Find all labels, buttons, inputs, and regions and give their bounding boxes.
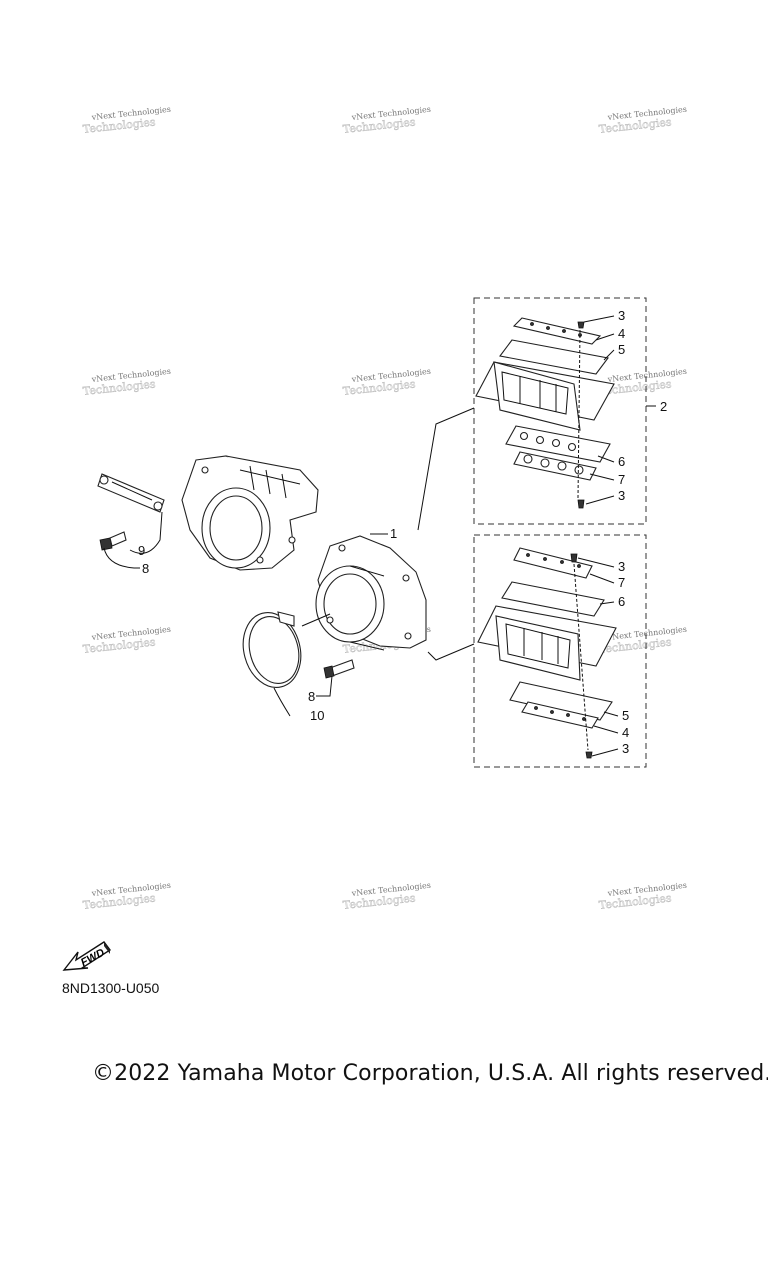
spacer-plate — [97, 473, 165, 513]
watermark: vNext Technologies Technologies — [342, 881, 431, 912]
leader-10 — [273, 687, 291, 717]
screw-icon — [585, 751, 593, 759]
watermark: vNext Technologies Technologies — [342, 367, 431, 398]
watermark: vNext Technologies Technologies — [598, 367, 687, 398]
bolt-icon — [99, 531, 127, 551]
bolt-icon — [323, 659, 355, 679]
reed-valve-box-upper — [473, 297, 647, 525]
callout-3b: 3 — [618, 488, 625, 503]
reed-valve-assembly-upper — [475, 317, 615, 509]
callout-5b: 5 — [622, 708, 629, 723]
callout-3: 3 — [618, 308, 625, 323]
reed-valve-body — [181, 455, 319, 571]
callout-1: 1 — [390, 526, 397, 541]
reed-block-frame — [495, 615, 581, 681]
callout-6: 6 — [618, 454, 625, 469]
callout-2: 2 — [660, 399, 667, 414]
reed-block-frame — [493, 361, 581, 431]
reed-petal — [509, 681, 613, 721]
screw-icon — [570, 553, 578, 563]
intake-manifold — [315, 535, 427, 651]
reed-plate — [513, 547, 593, 579]
watermark: vNext Technologies Technologies — [82, 367, 171, 398]
callout-10: 10 — [310, 708, 324, 723]
callout-9: 9 — [138, 543, 145, 558]
watermark: vNext Technologies Technologies — [598, 105, 687, 136]
leader-box-lower — [427, 643, 475, 661]
reed-gasket — [501, 581, 605, 617]
fwd-label: FWD — [79, 947, 107, 969]
watermark: vNext Technologies Technologies — [598, 881, 687, 912]
reed-stopper-plate — [512, 317, 602, 345]
callout-7: 7 — [618, 472, 625, 487]
reed-plate — [513, 451, 597, 481]
reference-code: 8ND1300-U050 — [62, 980, 160, 996]
leader-8b — [316, 675, 333, 697]
callout-3d: 3 — [622, 741, 629, 756]
watermark: vNext Technologies Technologies — [82, 105, 171, 136]
callout-5: 5 — [618, 342, 625, 357]
screw-icon — [577, 321, 585, 329]
reed-stopper-plate — [521, 701, 599, 729]
screw-icon — [577, 499, 585, 509]
callout-4: 4 — [618, 326, 625, 341]
leader-clamp-manifold — [301, 613, 331, 627]
callout-3c: 3 — [618, 559, 625, 574]
callouts: 1 2 3 4 5 6 7 3 3 7 6 5 4 3 8 9 8 10 — [138, 308, 667, 757]
leader-box-upper — [417, 407, 475, 531]
leader-8a — [103, 547, 140, 569]
callout-8a: 8 — [142, 561, 149, 576]
reed-valve-assembly-lower — [477, 547, 617, 759]
fwd-arrow-icon: FWD — [62, 941, 112, 971]
callout-6b: 6 — [618, 594, 625, 609]
copyright-notice: ©2022 Yamaha Motor Corporation, U.S.A. A… — [92, 1061, 768, 1086]
watermark: vNext Technologies Technologies — [342, 105, 431, 136]
callout-7b: 7 — [618, 575, 625, 590]
reed-petal — [499, 339, 609, 375]
watermark: vNext Technologies Technologies — [82, 881, 171, 912]
reed-valve-box-lower — [473, 534, 647, 768]
watermarks: vNext Technologies Technologies vNext Te… — [82, 105, 687, 912]
callout-8b: 8 — [308, 689, 315, 704]
watermark: vNext Technologies Technologies — [82, 625, 171, 656]
hose-clamp — [242, 611, 302, 688]
leader-9 — [129, 511, 163, 554]
callout-4b: 4 — [622, 725, 629, 740]
